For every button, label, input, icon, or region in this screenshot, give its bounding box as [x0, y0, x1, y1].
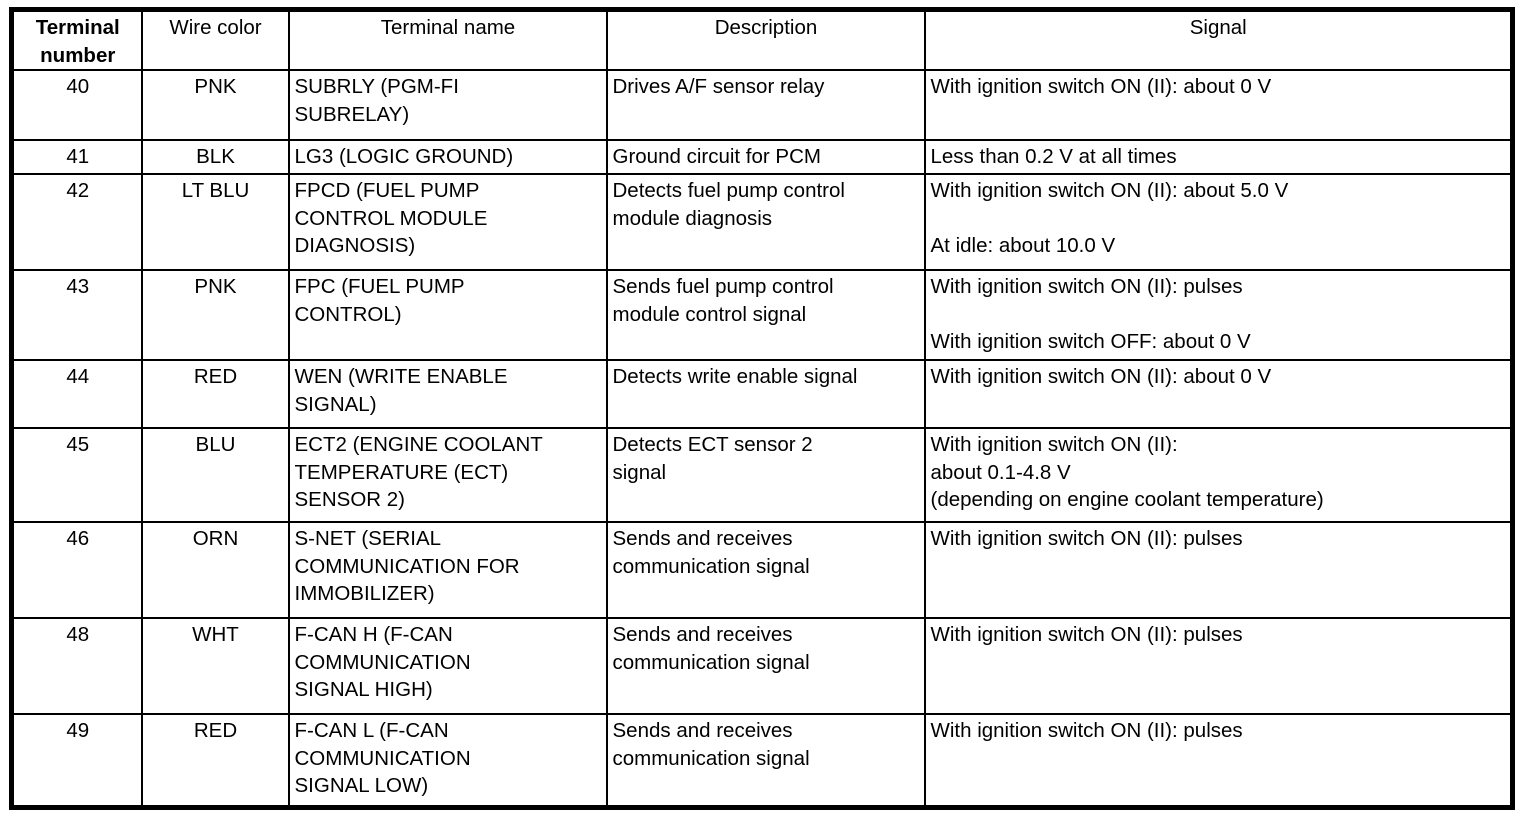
col-header-terminal-name: Terminal name: [287, 8, 608, 71]
description-cell: Sends and receives communication signal: [605, 617, 926, 715]
table-row: 42 LT BLU FPCD (FUEL PUMP CONTROL MODULE…: [10, 173, 1514, 271]
terminal-number-cell: 45: [10, 427, 143, 523]
table-row: 48 WHT F-CAN H (F-CAN COMMUNICATION SIGN…: [10, 617, 1514, 715]
terminal-number-cell: 46: [10, 521, 143, 619]
terminal-name-cell: WEN (WRITE ENABLE SIGNAL): [287, 359, 608, 429]
table-row: 43 PNK FPC (FUEL PUMP CONTROL) Sends fue…: [10, 269, 1514, 361]
terminal-number-cell: 40: [10, 69, 143, 141]
signal-cell: With ignition switch ON (II): pulses Wit…: [923, 269, 1514, 361]
wire-color-cell: BLK: [140, 139, 290, 175]
description-cell: Detects ECT sensor 2 signal: [605, 427, 926, 523]
description-cell: Sends fuel pump control module control s…: [605, 269, 926, 361]
terminal-table: Terminal number Wire color Terminal name…: [9, 7, 1515, 810]
terminal-number-cell: 49: [10, 713, 143, 809]
terminal-number-cell: 48: [10, 617, 143, 715]
terminal-number-cell: 44: [10, 359, 143, 429]
description-cell: Detects write enable signal: [605, 359, 926, 429]
wire-color-cell: WHT: [140, 617, 290, 715]
wire-color-cell: BLU: [140, 427, 290, 523]
terminal-number-cell: 43: [10, 269, 143, 361]
description-cell: Sends and receives communication signal: [605, 521, 926, 619]
description-cell: Sends and receives communication signal: [605, 713, 926, 809]
wire-color-cell: PNK: [140, 269, 290, 361]
terminal-number-cell: 41: [10, 139, 143, 175]
terminal-name-cell: LG3 (LOGIC GROUND): [287, 139, 608, 175]
terminal-name-cell: SUBRLY (PGM-FI SUBRELAY): [287, 69, 608, 141]
description-cell: Detects fuel pump control module diagnos…: [605, 173, 926, 271]
signal-cell: With ignition switch ON (II): pulses: [923, 713, 1514, 809]
wire-color-cell: ORN: [140, 521, 290, 619]
signal-cell: With ignition switch ON (II): about 5.0 …: [923, 173, 1514, 271]
col-header-description: Description: [605, 8, 926, 71]
signal-cell: With ignition switch ON (II): pulses: [923, 521, 1514, 619]
terminal-name-cell: FPCD (FUEL PUMP CONTROL MODULE DIAGNOSIS…: [287, 173, 608, 271]
table-row: 41 BLK LG3 (LOGIC GROUND) Ground circuit…: [10, 139, 1514, 175]
table-row: 40 PNK SUBRLY (PGM-FI SUBRELAY) Drives A…: [10, 69, 1514, 141]
table-row: 44 RED WEN (WRITE ENABLE SIGNAL) Detects…: [10, 359, 1514, 429]
description-cell: Drives A/F sensor relay: [605, 69, 926, 141]
terminal-name-cell: F-CAN H (F-CAN COMMUNICATION SIGNAL HIGH…: [287, 617, 608, 715]
table-row: 49 RED F-CAN L (F-CAN COMMUNICATION SIGN…: [10, 713, 1514, 809]
terminal-number-cell: 42: [10, 173, 143, 271]
wire-color-cell: LT BLU: [140, 173, 290, 271]
terminal-name-cell: ECT2 (ENGINE COOLANT TEMPERATURE (ECT) S…: [287, 427, 608, 523]
signal-cell: With ignition switch ON (II): pulses: [923, 617, 1514, 715]
col-header-signal: Signal: [923, 8, 1514, 71]
terminal-name-cell: FPC (FUEL PUMP CONTROL): [287, 269, 608, 361]
wire-color-cell: RED: [140, 359, 290, 429]
table-row: 45 BLU ECT2 (ENGINE COOLANT TEMPERATURE …: [10, 427, 1514, 523]
signal-cell: With ignition switch ON (II): about 0 V: [923, 359, 1514, 429]
col-header-wire-color: Wire color: [140, 8, 290, 71]
terminal-name-cell: S-NET (SERIAL COMMUNICATION FOR IMMOBILI…: [287, 521, 608, 619]
description-cell: Ground circuit for PCM: [605, 139, 926, 175]
col-header-terminal-number: Terminal number: [10, 8, 143, 71]
wire-color-cell: PNK: [140, 69, 290, 141]
signal-cell: With ignition switch ON (II): about 0 V: [923, 69, 1514, 141]
signal-cell: With ignition switch ON (II): about 0.1-…: [923, 427, 1514, 523]
header-row: Terminal number Wire color Terminal name…: [10, 8, 1514, 71]
terminal-name-cell: F-CAN L (F-CAN COMMUNICATION SIGNAL LOW): [287, 713, 608, 809]
table-row: 46 ORN S-NET (SERIAL COMMUNICATION FOR I…: [10, 521, 1514, 619]
wire-color-cell: RED: [140, 713, 290, 809]
signal-cell: Less than 0.2 V at all times: [923, 139, 1514, 175]
